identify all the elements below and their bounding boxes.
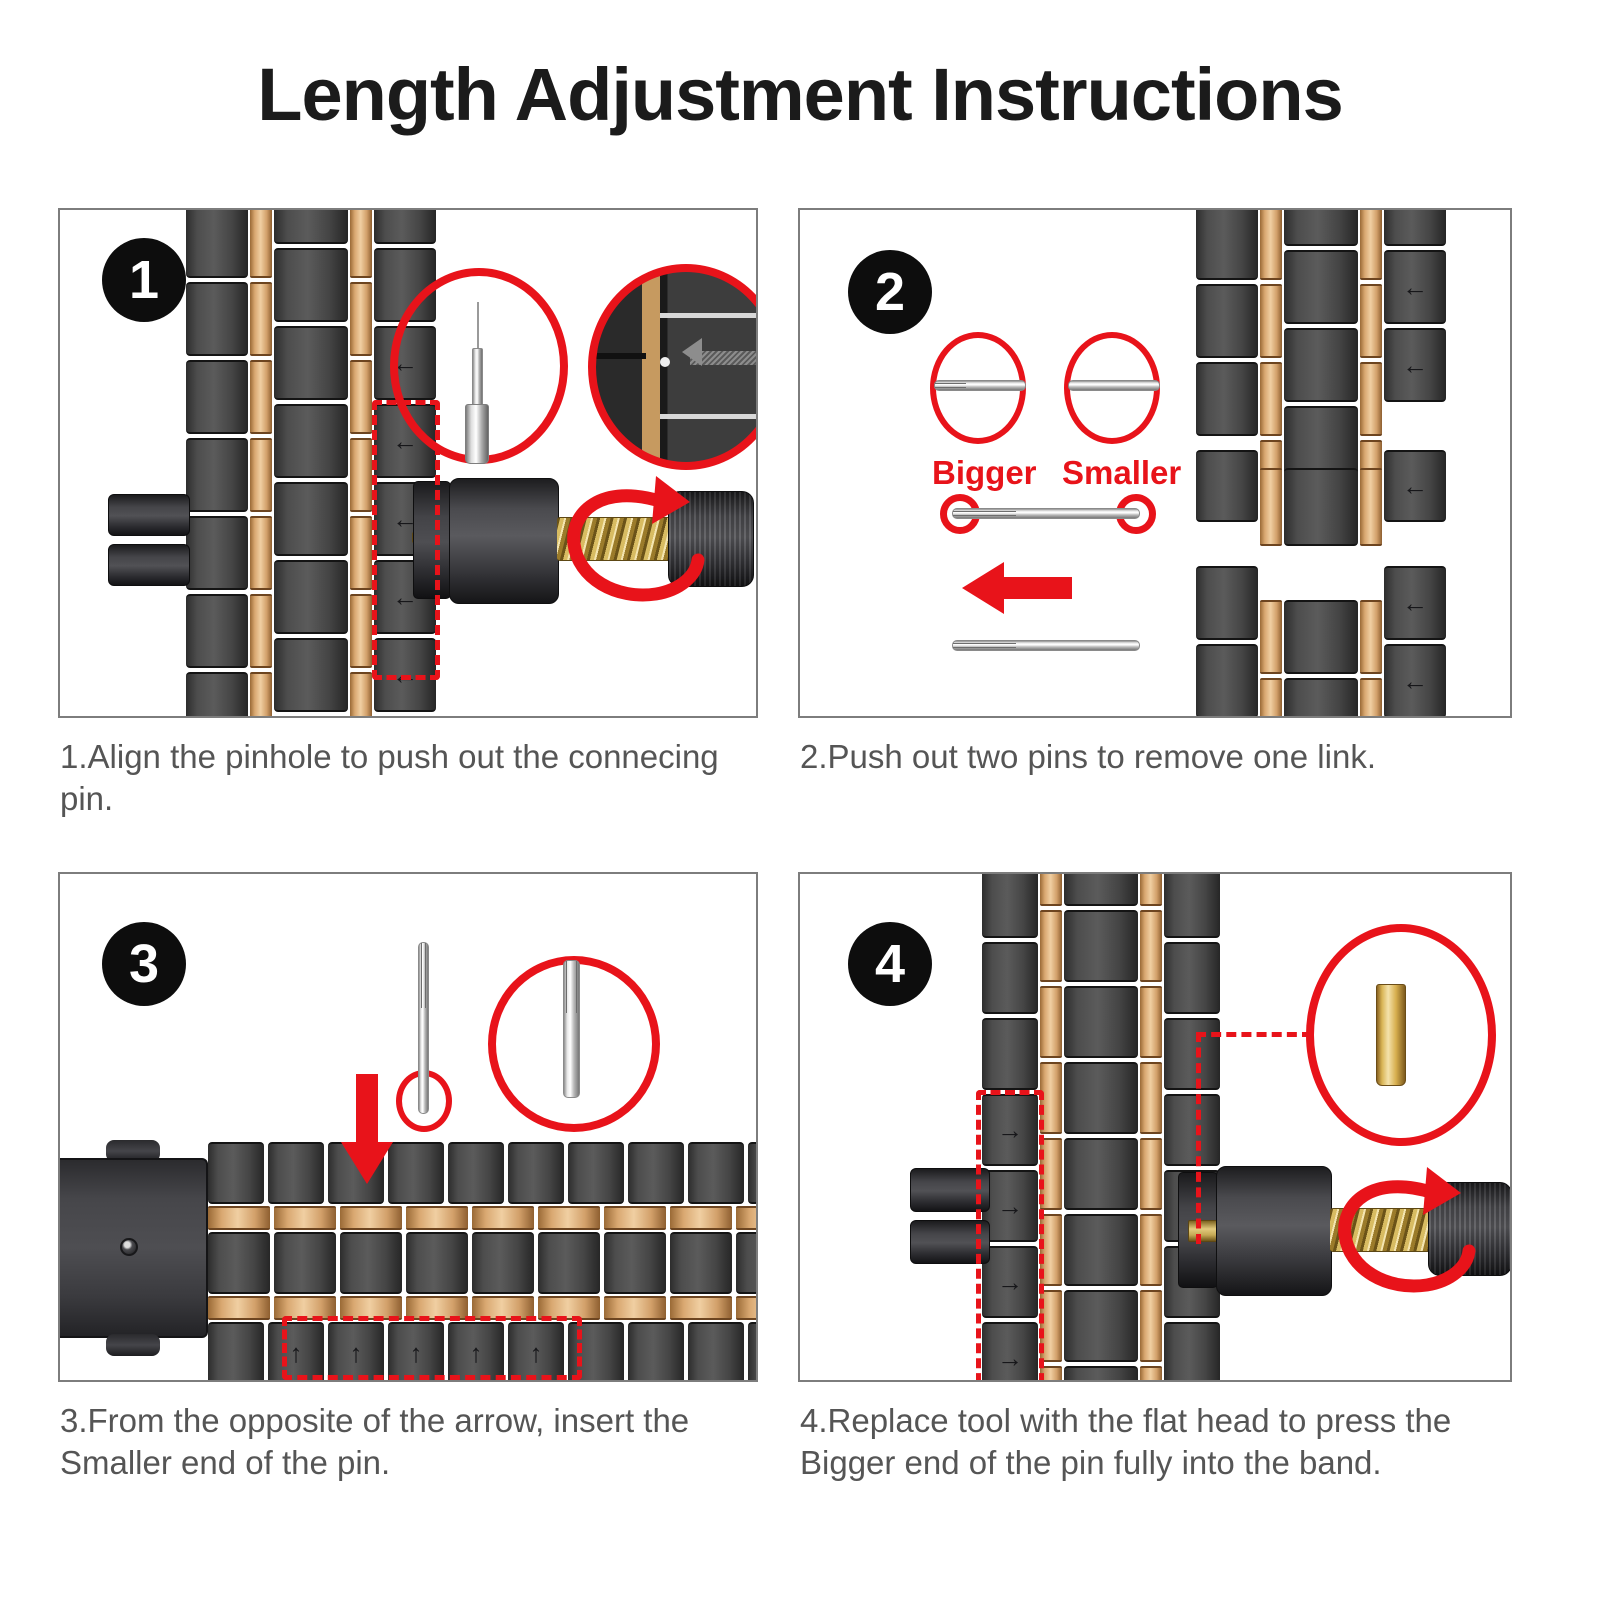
tool-anvil-lower <box>108 544 190 586</box>
band-row-bottom-arrows: ↑ ↑ ↑ ↑ ↑ <box>208 1322 756 1380</box>
link-arrow-left-icon: ← <box>1402 350 1428 380</box>
band-gold-stripe-right <box>1140 874 1162 1380</box>
pin-needle-icon <box>477 302 479 350</box>
step-1-caption: 1.Align the pinhole to push out the conn… <box>60 738 719 818</box>
page-title: Length Adjustment Instructions <box>257 53 1343 136</box>
band-section-removed-link: ← <box>1196 450 1464 550</box>
callout-leader-vertical <box>1196 1032 1201 1244</box>
band-row-gold-upper <box>208 1206 756 1230</box>
link-arrow-right-icon: → <box>997 1115 1023 1145</box>
watch-band-vertical: → → → → <box>982 874 1242 1380</box>
link-arrow-up-icon: ↑ <box>469 1338 483 1368</box>
band-column-right <box>1164 874 1220 1380</box>
band-gold-stripe-right <box>1360 566 1382 716</box>
band-gold-stripe-left <box>1260 210 1282 490</box>
band-row-middle <box>208 1232 756 1294</box>
link-arrow-left-icon: ← <box>1402 272 1428 302</box>
link-arrow-left-icon: ← <box>1402 588 1428 618</box>
callout-leader-horizontal <box>1196 1032 1312 1037</box>
pin-base-icon <box>465 404 489 464</box>
clasp-screw-icon <box>120 1238 138 1256</box>
step-3-caption: 3.From the opposite of the arrow, insert… <box>60 1402 690 1482</box>
link-arrow-left-icon: ← <box>1402 666 1428 696</box>
tool-body <box>1216 1166 1332 1296</box>
link-arrow-right-icon: → <box>997 1267 1023 1297</box>
band-column-right-arrows: ← <box>1384 450 1446 550</box>
rotation-arrow-icon <box>1338 1167 1476 1293</box>
flat-head-pin-icon <box>1376 984 1406 1086</box>
step-3-badge: 3 <box>102 922 186 1006</box>
band-column-left <box>1196 450 1258 550</box>
clasp-tab-top <box>106 1140 160 1162</box>
link-arrow-up-icon: ↑ <box>529 1338 543 1368</box>
band-gold-stripe-right <box>1360 210 1382 490</box>
clasp-tab-bottom <box>106 1334 160 1356</box>
step-2-panel: 2 Bigger Smaller <box>798 208 1512 718</box>
insert-direction-arrow-icon <box>341 1074 393 1184</box>
step-4-badge: 4 <box>848 922 932 1006</box>
callout-link-pinhole <box>588 264 756 470</box>
band-row-gold-lower <box>208 1296 756 1320</box>
step-2-caption: 2.Push out two pins to remove one link. <box>800 738 1376 775</box>
label-smaller: Smaller <box>1062 454 1182 491</box>
pin-vertical-icon <box>418 942 429 1114</box>
band-gold-stripe-right <box>1360 450 1382 550</box>
pin-removed-icon <box>952 640 1140 651</box>
label-bigger: Bigger <box>932 454 1037 491</box>
pin-magnified-icon <box>563 960 580 1098</box>
band-column-center <box>1284 210 1358 490</box>
pin-full-icon <box>952 508 1140 519</box>
step-4-caption: 4.Replace tool with the flat head to pre… <box>800 1402 1452 1482</box>
band-column-left-arrows: → → → → <box>982 874 1038 1380</box>
band-row-top <box>208 1142 756 1204</box>
step-1-badge: 1 <box>102 238 186 322</box>
band-column-center <box>1284 450 1358 550</box>
band-gold-stripe-left <box>1040 874 1062 1380</box>
band-column-center <box>1284 566 1358 716</box>
band-gold-stripe-left <box>1260 566 1282 716</box>
band-column-left <box>186 210 248 716</box>
tool-knob <box>668 491 754 587</box>
band-gold-stripe-right <box>350 210 372 716</box>
watch-band-horizontal: ↑ ↑ ↑ ↑ ↑ <box>208 1142 756 1380</box>
link-arrow-up-icon: ↑ <box>409 1338 423 1368</box>
band-section-upper: ← ← <box>1196 210 1464 490</box>
band-gold-stripe-left <box>250 210 272 716</box>
pin-bigger-end-icon <box>934 380 1026 391</box>
push-direction-arrow-icon <box>962 562 1072 614</box>
rotation-arrow-icon <box>567 476 705 602</box>
band-gold-stripe-left <box>1260 450 1282 550</box>
link-arrow-left-icon: ← <box>1402 471 1428 501</box>
band-column-right-arrows: ← ← ← <box>1384 566 1446 716</box>
pin-smaller-end-icon <box>1068 380 1160 391</box>
tool-collar <box>413 481 451 599</box>
link-arrow-up-icon: ↑ <box>349 1338 363 1368</box>
band-column-center <box>274 210 348 716</box>
step-3-panel: 3 <box>58 872 758 1382</box>
band-column-left <box>1196 210 1258 436</box>
step-1-panel: 1 <box>58 208 758 718</box>
link-arrow-up-icon: ↑ <box>289 1338 303 1368</box>
band-column-right-arrows: ← ← <box>1384 210 1446 432</box>
step-2-badge: 2 <box>848 250 932 334</box>
tool-anvil-lower <box>910 1220 990 1264</box>
band-column-left <box>1196 566 1258 716</box>
watch-band-vertical: ← ← ← ← ← <box>186 210 454 716</box>
step-4-panel: 4 → → → → <box>798 872 1512 1382</box>
band-section-lower: ← ← ← <box>1196 566 1464 716</box>
tool-body <box>449 478 559 604</box>
pin-shaft-icon <box>472 348 483 406</box>
tool-anvil-upper <box>910 1168 990 1212</box>
tool-anvil-upper <box>108 494 190 536</box>
link-arrow-right-icon: → <box>997 1343 1023 1373</box>
link-arrow-right-icon: → <box>997 1191 1023 1221</box>
band-column-center <box>1064 874 1138 1380</box>
